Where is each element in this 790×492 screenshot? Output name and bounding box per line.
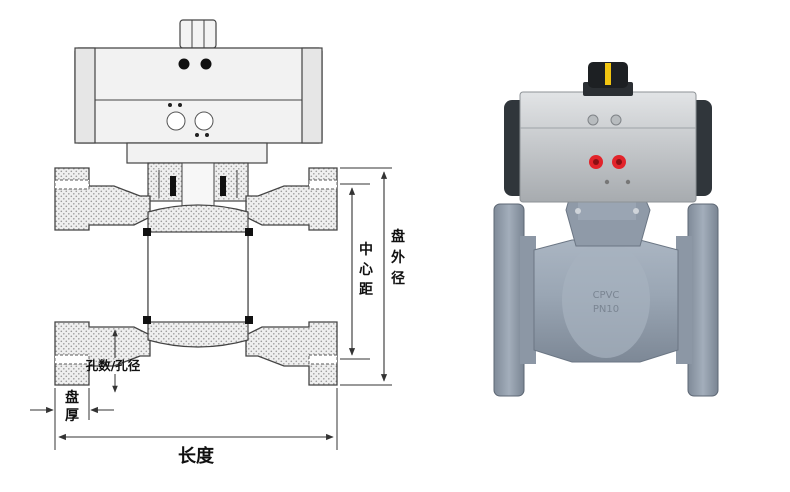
dim-label-holes: 孔数/孔径 <box>86 358 141 373</box>
photo-left-flange <box>493 203 536 397</box>
dim-label-center-3: 距 <box>359 282 373 298</box>
dim-holes: 孔数/孔径 <box>86 329 141 393</box>
actuator-housing <box>74 47 323 144</box>
dim-flange-thickness: 盘 厚 <box>30 388 114 450</box>
dim-label-length: 长度 <box>178 445 215 467</box>
body-marking-pn: PN10 <box>593 304 619 315</box>
valve-body-upper <box>54 167 338 231</box>
actuator-stem <box>179 19 217 49</box>
valve-ball <box>143 204 253 348</box>
dim-center-distance: 中 心 距 <box>340 183 373 360</box>
dim-label-outer-1: 盘 <box>391 228 405 245</box>
dim-length: 长度 <box>58 388 338 467</box>
photo-right-flange <box>676 203 719 397</box>
dim-label-center-1: 中 <box>359 241 373 258</box>
dim-label-thickness-2: 厚 <box>65 408 79 424</box>
dim-label-outer-2: 外 <box>391 249 405 266</box>
body-marking-cpvc: CPVC <box>593 290 620 301</box>
photo-valve-body: CPVC PN10 <box>533 239 679 363</box>
product-photo: CPVC PN10 <box>493 62 719 397</box>
dim-label-thickness-1: 盘 <box>65 389 79 406</box>
mounting-bracket <box>126 142 268 164</box>
photo-actuator <box>504 62 712 203</box>
dim-label-center-2: 心 <box>359 262 373 278</box>
section-drawing: 盘 外 径 中 心 距 孔数/孔径 盘 厚 <box>30 19 405 467</box>
photo-neck <box>565 195 651 247</box>
dim-flange-outer-diameter: 盘 外 径 <box>340 167 405 386</box>
flange-bolt-holes <box>54 179 338 365</box>
dim-label-outer-3: 径 <box>391 270 405 287</box>
